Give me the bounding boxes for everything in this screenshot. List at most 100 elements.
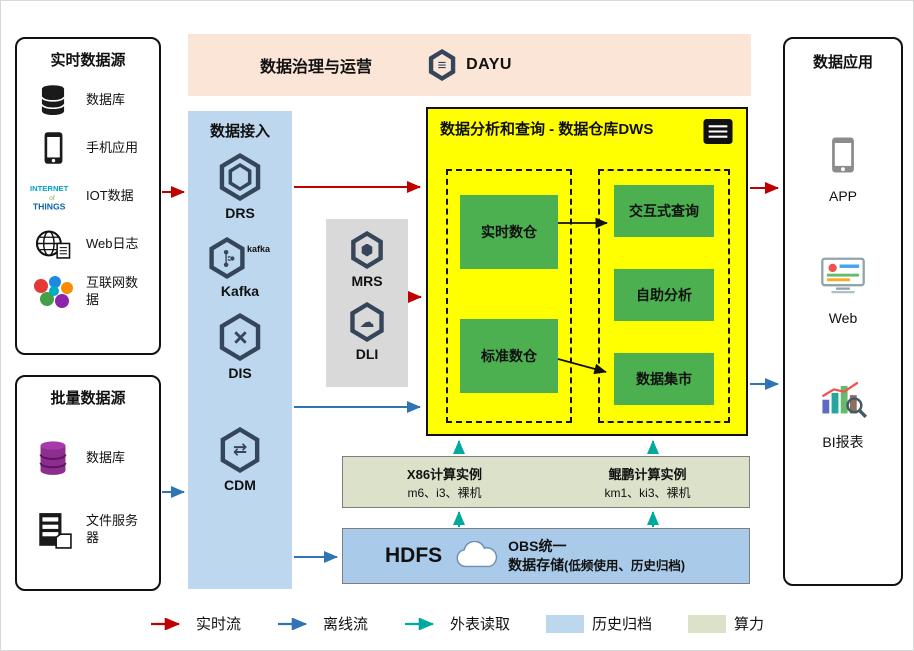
batch-sources-list: 数据库 文件服务器: [17, 408, 159, 572]
x86-compute: X86计算实例 m6、i3、裸机: [343, 457, 546, 507]
service-label: Kafka: [220, 283, 260, 299]
flow-legend: 实时流 离线流 外表读取 历史归档 算力: [1, 613, 913, 634]
source-item-internet-data: 互联网数据: [29, 268, 155, 316]
app-phone-icon: [831, 136, 855, 179]
dws-title-row: 数据分析和查询 - 数据仓库DWS: [428, 109, 746, 149]
service-cdm: ⇄ CDM: [218, 427, 262, 493]
obs-note: (低频使用、历史归档): [564, 559, 685, 573]
web-log-icon: [29, 229, 77, 260]
service-label: DIS: [228, 365, 252, 381]
dws-title: 数据分析和查询 - 数据仓库DWS: [440, 121, 654, 138]
legend-offline-flow: 离线流: [277, 613, 368, 634]
kafka-logo-text: kafka: [247, 244, 271, 254]
analytics-group: 交互式查询 自助分析 数据集市: [598, 169, 730, 423]
service-dli: ☁ DLI: [348, 302, 386, 362]
x86-compute-title: X86计算实例: [406, 466, 483, 482]
service-kafka: kafka Kafka: [207, 237, 273, 299]
obs-line2: 数据存储(低频使用、历史归档): [508, 557, 685, 573]
app-item-web: Web: [820, 256, 866, 326]
dayu-brand: ≡ DAYU: [427, 49, 512, 81]
svg-text:INTERNET: INTERNET: [30, 184, 69, 193]
x86-compute-models: m6、i3、裸机: [407, 485, 482, 500]
drs-icon: [217, 153, 263, 201]
source-item-database-batch: 数据库: [29, 422, 155, 494]
source-item-file-server: 文件服务器: [29, 494, 155, 566]
data-ingestion-panel: 数据接入 DRS kafka Kafka: [188, 111, 292, 589]
mrs-icon: [349, 231, 385, 269]
data-ingestion-title: 数据接入: [209, 123, 270, 140]
internet-data-icon: [29, 274, 77, 310]
kunpeng-compute-title: 鲲鹏计算实例: [608, 466, 687, 482]
service-dis: DIS: [217, 313, 263, 381]
legend-compute-power: 算力: [688, 613, 764, 634]
legend-label: 实时流: [195, 616, 241, 633]
app-item-app: APP: [829, 136, 857, 204]
database-icon: [29, 84, 77, 116]
app-item-bi: BI报表: [819, 378, 868, 452]
svg-text:THINGS: THINGS: [33, 201, 66, 211]
kafka-icon: kafka: [207, 237, 270, 279]
applications-panel: 数据应用 APP Web BI报表: [783, 37, 903, 586]
kunpeng-compute-models: km1、ki3、裸机: [604, 485, 691, 500]
legend-external-read: 外表读取: [404, 613, 510, 634]
realtime-sources-list: 数据库 手机应用 INTERNET of THINGS IOT数据: [17, 70, 159, 322]
bi-report-icon: [819, 378, 868, 423]
warehouse-group: 实时数仓 标准数仓: [446, 169, 572, 423]
source-item-iot: INTERNET of THINGS IOT数据: [29, 172, 155, 220]
svg-text:of: of: [49, 195, 55, 202]
source-item-label: 文件服务器: [86, 513, 139, 545]
compute-swatch-icon: [688, 614, 727, 633]
phone-icon: [29, 131, 77, 165]
external-read-arrow-icon: [404, 617, 435, 630]
dayu-icon: ≡: [427, 49, 457, 81]
cdm-icon: ⇄: [218, 427, 262, 473]
governance-banner: 数据治理与运营 ≡ DAYU: [188, 34, 751, 96]
archive-swatch-icon: [546, 614, 584, 633]
source-item-label: 互联网数据: [86, 275, 139, 307]
service-label: DRS: [225, 205, 255, 221]
source-item-database: 数据库: [29, 76, 155, 124]
legend-label: 离线流: [322, 616, 368, 633]
dis-icon: [217, 313, 263, 361]
obs-line1: OBS统一: [508, 538, 567, 555]
obs-storage-text: OBS统一 数据存储(低频使用、历史归档): [508, 537, 685, 575]
legend-realtime-flow: 实时流: [150, 613, 241, 634]
source-item-label: 数据库: [86, 449, 126, 465]
governance-title: 数据治理与运营: [260, 59, 373, 76]
source-item-label: 数据库: [86, 91, 126, 107]
storage-panel: HDFS OBS统一 数据存储(低频使用、历史归档): [342, 528, 750, 584]
app-item-label: BI报表: [822, 434, 864, 450]
realtime-arrow-icon: [150, 617, 181, 630]
interactive-query-box: 交互式查询: [614, 185, 714, 237]
source-item-label: Web日志: [86, 235, 139, 251]
batch-sources-title: 批量数据源: [50, 390, 126, 407]
service-drs: DRS: [217, 153, 263, 221]
hdfs-label: HDFS: [385, 544, 443, 567]
middleware-panel: MRS ☁ DLI: [326, 219, 408, 387]
batch-sources-panel: 批量数据源 数据库 文件服务器: [15, 375, 161, 591]
standard-warehouse-box: 标准数仓: [460, 319, 558, 393]
kunpeng-compute: 鲲鹏计算实例 km1、ki3、裸机: [546, 457, 749, 507]
iot-icon: INTERNET of THINGS: [29, 180, 77, 212]
dws-warehouse-icon: [702, 118, 734, 149]
app-item-label: Web: [828, 310, 858, 326]
obs-cloud-icon: [454, 541, 500, 571]
app-item-label: APP: [828, 188, 857, 204]
source-item-label: 手机应用: [86, 139, 139, 155]
realtime-warehouse-box: 实时数仓: [460, 195, 558, 269]
dws-panel: 数据分析和查询 - 数据仓库DWS 实时数仓 标准数仓 交互式查询 自助分析 数…: [426, 107, 748, 436]
legend-label: 历史归档: [592, 616, 653, 633]
service-mrs: MRS: [349, 231, 385, 289]
dli-icon: ☁: [348, 302, 386, 342]
database-purple-icon: [29, 440, 77, 476]
compute-instances-panel: X86计算实例 m6、i3、裸机 鲲鹏计算实例 km1、ki3、裸机: [342, 456, 750, 508]
self-service-analysis-box: 自助分析: [614, 269, 714, 321]
service-label: CDM: [224, 477, 256, 493]
service-label: DLI: [355, 346, 379, 362]
applications-title: 数据应用: [812, 54, 873, 71]
dayu-label: DAYU: [466, 56, 512, 73]
data-mart-box: 数据集市: [614, 353, 714, 405]
file-server-icon: [29, 512, 77, 549]
source-item-label: IOT数据: [86, 187, 134, 203]
